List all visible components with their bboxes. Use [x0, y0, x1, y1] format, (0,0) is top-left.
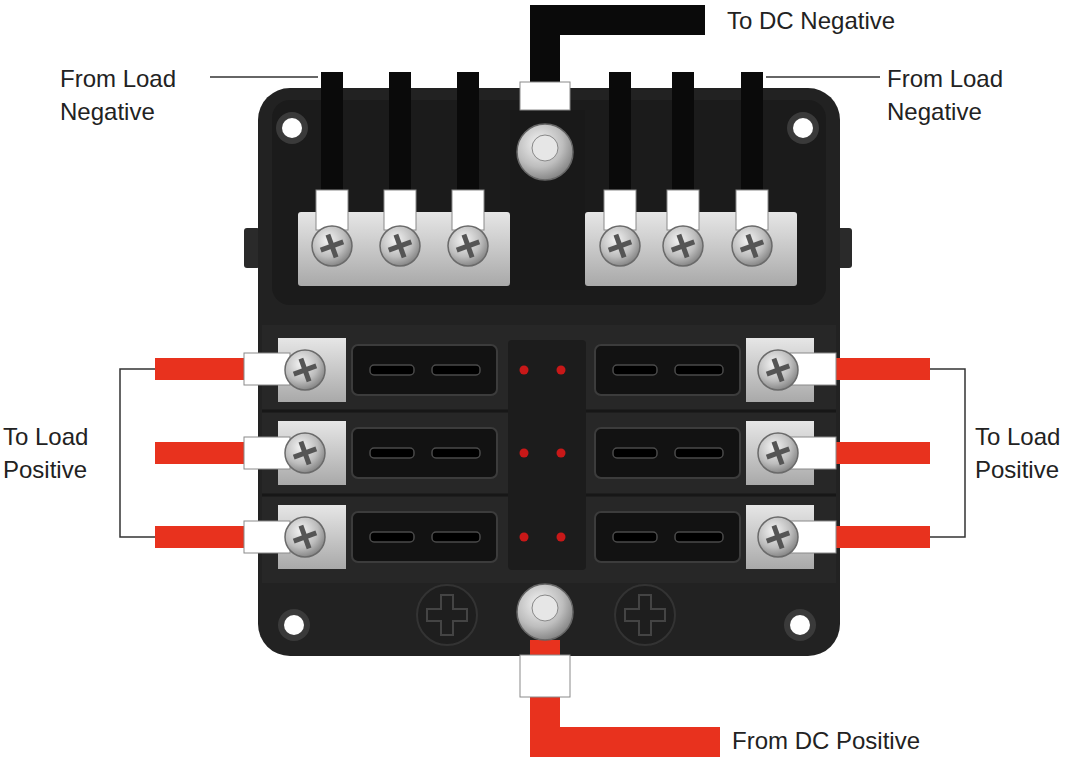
terminal-block [278, 505, 346, 569]
fuse-slot [595, 512, 740, 562]
negative-wire [741, 72, 763, 197]
label-text: To Load Positive [975, 420, 1075, 486]
terminal-screw [758, 350, 798, 390]
negative-wire [457, 72, 479, 197]
positive-wire [830, 526, 930, 548]
terminal-screw [448, 226, 488, 266]
stud-nut [517, 584, 573, 640]
positive-wire [155, 526, 255, 548]
mounting-hole [278, 609, 310, 641]
wire-lug [520, 655, 570, 697]
positive-terminals [278, 338, 814, 569]
led [520, 533, 529, 542]
positive-wire [155, 442, 255, 464]
fuse-panel [262, 325, 836, 583]
fuse-slot [595, 428, 740, 478]
wire-lug [520, 82, 570, 110]
terminal-screw [758, 517, 798, 557]
terminal-screw [663, 226, 703, 266]
wire-lug [384, 190, 416, 230]
terminal-screw [285, 517, 325, 557]
led-strip [508, 340, 586, 570]
terminal-screw [732, 226, 772, 266]
embossed-plus [417, 585, 477, 645]
negative-wire [321, 72, 343, 197]
fuse-slot [595, 345, 740, 395]
mounting-hole [787, 112, 819, 144]
led [557, 449, 566, 458]
fuse-slot [352, 345, 497, 395]
negative-wire [609, 72, 631, 197]
load-negative-wires [316, 72, 768, 230]
leader-line [766, 76, 880, 78]
terminal-screw [758, 433, 798, 473]
led [520, 366, 529, 375]
dc-positive-wire [545, 640, 720, 742]
positive-wire [830, 442, 930, 464]
terminal-block [278, 421, 346, 485]
side-clip [244, 228, 260, 268]
negative-wire [672, 72, 694, 197]
wire-lug [316, 190, 348, 230]
label-text: To DC Negative [727, 4, 1027, 37]
indicator-leds [520, 366, 566, 542]
bracket [120, 369, 155, 537]
mounting-hole [784, 609, 816, 641]
led [557, 366, 566, 375]
terminal-block [278, 338, 346, 402]
leader-line [210, 76, 318, 78]
mounting-hole [276, 112, 308, 144]
wire-lug [736, 190, 768, 230]
label-text: From Load Negative [887, 62, 1022, 128]
stud-end [532, 595, 558, 621]
terminal-screw [380, 226, 420, 266]
wire-lug [244, 353, 290, 385]
wire-lug [244, 437, 290, 469]
terminal-screw [285, 350, 325, 390]
wire-lug [604, 190, 636, 230]
stud-nut [517, 124, 573, 180]
positive-wire [830, 358, 930, 380]
wire-lug [667, 190, 699, 230]
load-positive-wires [155, 353, 930, 553]
label-text: From Load Negative [60, 62, 195, 128]
led [520, 449, 529, 458]
fuse-slot [352, 512, 497, 562]
label-text: From DC Positive [732, 724, 1032, 757]
fuse-slot [352, 428, 497, 478]
terminal-screw [285, 433, 325, 473]
led [557, 533, 566, 542]
wire-lug [452, 190, 484, 230]
terminal-screw [600, 226, 640, 266]
positive-wire [155, 358, 255, 380]
terminal-screw [312, 226, 352, 266]
label-text: To Load Positive [3, 420, 111, 486]
stud-end [532, 135, 558, 161]
embossed-plus [615, 585, 675, 645]
bracket [930, 369, 965, 537]
divider [510, 110, 585, 290]
wire-lug [244, 521, 290, 553]
negative-wire [389, 72, 411, 197]
